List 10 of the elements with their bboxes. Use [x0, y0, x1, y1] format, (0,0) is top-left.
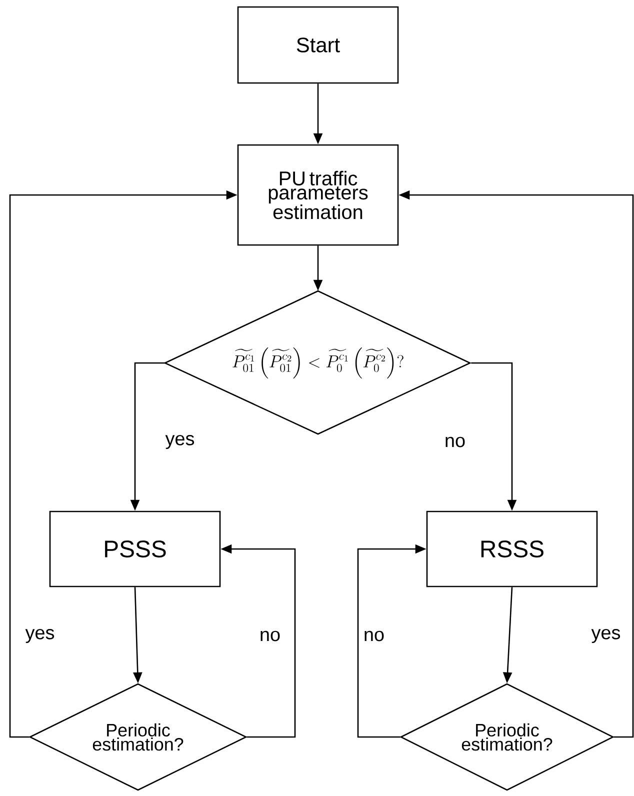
- process-box: PU traffic parameters estimation: [237, 144, 399, 246]
- process-box: PSSS: [49, 510, 221, 588]
- edge-label: yes: [591, 628, 620, 644]
- process-box: RSSS: [426, 510, 598, 588]
- edge-label: yes: [25, 628, 54, 644]
- process-box: Start: [237, 6, 399, 84]
- edge-label: no: [260, 630, 280, 642]
- edge-label: no: [446, 436, 465, 448]
- edge-label: yes: [165, 434, 194, 450]
- edge-label: no: [364, 630, 384, 642]
